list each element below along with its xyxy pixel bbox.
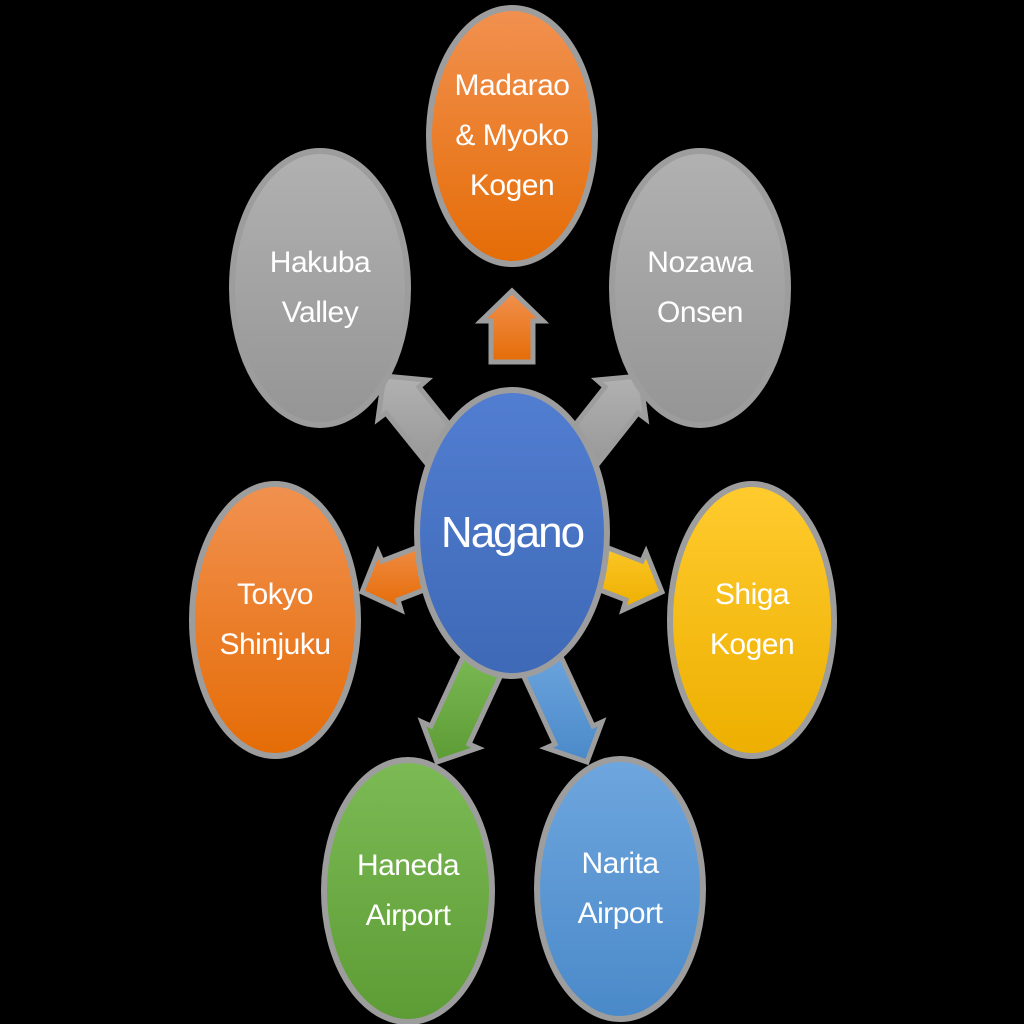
- node-hakuba-valley: [229, 148, 411, 428]
- node-nozawa-onsen: [609, 148, 791, 428]
- arrow-to-madarao-icon: [474, 287, 550, 365]
- node-haneda-airport: [321, 757, 495, 1024]
- node-shiga-kogen: [667, 481, 837, 759]
- node-nagano-hub: [414, 387, 610, 679]
- node-tokyo-shinjuku: [189, 481, 361, 759]
- node-madarao-myoko-kogen: [426, 5, 598, 267]
- node-narita-airport: [534, 756, 706, 1022]
